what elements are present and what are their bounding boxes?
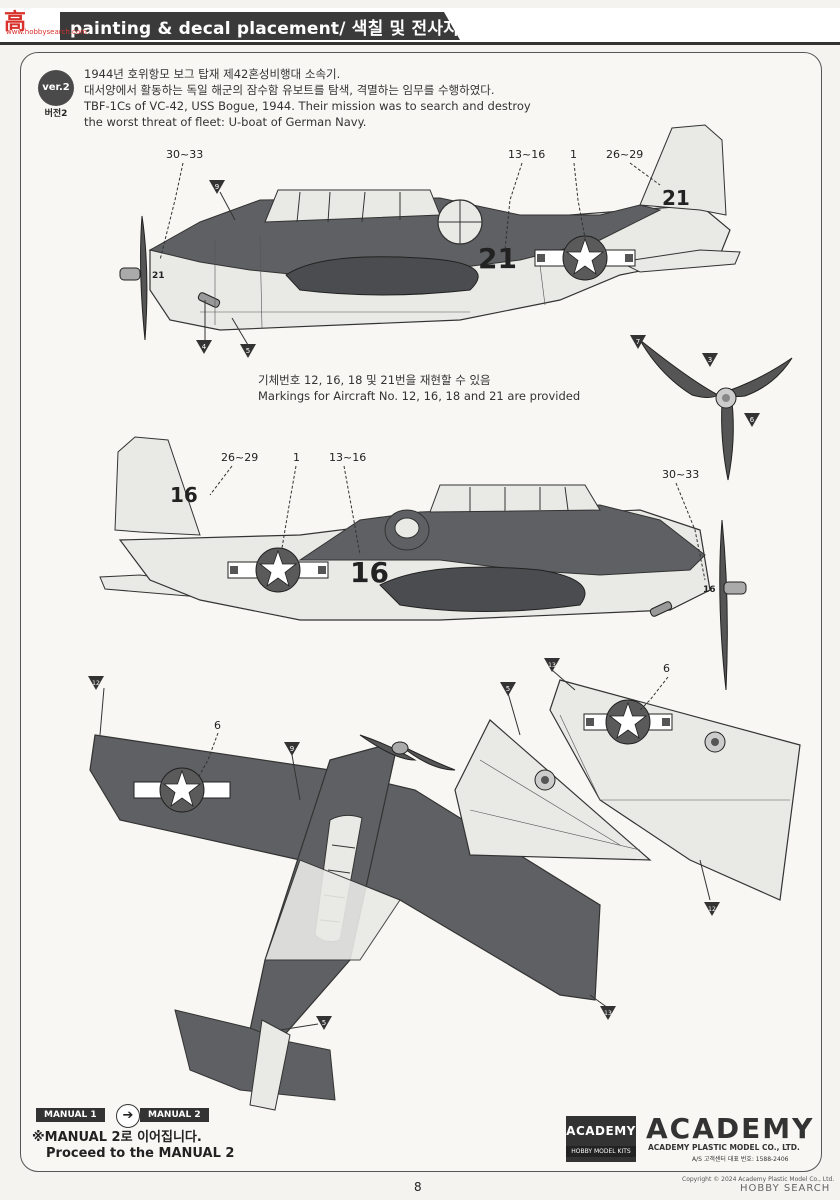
aircraft-number-mid-fuselage: 16 xyxy=(350,556,389,589)
svg-text:7: 7 xyxy=(636,338,640,346)
academy-badge: ACADEMY HOBBY MODEL KITS xyxy=(566,1116,636,1162)
callout-13-16-top: 13~16 xyxy=(508,148,546,161)
marker-7: 7 xyxy=(630,335,646,349)
markings-line-1: 기체번호 12, 16, 18 및 21번을 재현할 수 있음 xyxy=(258,373,491,387)
desc-line-1: 1944년 호위항모 보그 탑재 제42혼성비행대 소속기. xyxy=(84,67,341,81)
callout-6-wing: 6 xyxy=(214,719,221,732)
proceed-note: ※MANUAL 2로 이어집니다. Proceed to the MANUAL … xyxy=(32,1130,234,1162)
svg-text:9: 9 xyxy=(215,183,219,191)
side-view-top: 21 21 21 xyxy=(119,124,741,346)
svg-text:12: 12 xyxy=(708,906,716,913)
callout-26-29-mid: 26~29 xyxy=(221,451,259,464)
callout-30-33-top: 30~33 xyxy=(166,148,204,161)
customer-service: A/S 고객센터 대표 번호: 1588-2406 xyxy=(692,1156,789,1163)
side-view-middle: 16 16 16 xyxy=(99,436,747,691)
marker-9-top: 9 xyxy=(209,180,225,194)
header: painting & decal placement/ 색칠 및 전사지붙이기 … xyxy=(0,0,840,46)
aircraft-number-top-nose: 21 xyxy=(152,271,165,281)
svg-text:4: 4 xyxy=(202,343,207,351)
aircraft-number-mid-nose: 16 xyxy=(703,585,716,595)
marker-12-top: 12 xyxy=(88,676,104,690)
markings-note: 기체번호 12, 16, 18 및 21번을 재현할 수 있음 Markings… xyxy=(258,372,580,404)
marker-13-fold: 13 xyxy=(544,658,560,672)
watermark: HOBBY SEARCH xyxy=(740,1183,831,1194)
desc-line-3: TBF-1Cs of VC-42, USS Bogue, 1944. Their… xyxy=(84,99,531,113)
version-badge: ver.2 xyxy=(38,70,74,106)
svg-text:6: 6 xyxy=(750,416,755,424)
callout-6-fold: 6 xyxy=(663,662,670,675)
logo-sub: www.hobbysearch.com xyxy=(6,28,87,36)
folded-wing-panels xyxy=(454,669,801,901)
markings-line-2: Markings for Aircraft No. 12, 16, 18 and… xyxy=(258,389,581,403)
desc-line-4: the worst threat of fleet: U-boat of Ger… xyxy=(84,115,367,129)
svg-text:5: 5 xyxy=(322,1019,326,1027)
marker-5-top: 5 xyxy=(240,344,256,358)
svg-text:13: 13 xyxy=(548,662,556,669)
aircraft-number-top-tail: 21 xyxy=(662,186,690,210)
site-logo: 高 www.hobbysearch.com xyxy=(4,4,87,38)
academy-badge-sub: HOBBY MODEL KITS xyxy=(566,1146,636,1157)
marker-5-fold: 5 xyxy=(500,682,516,696)
manual-1-label: MANUAL 1 xyxy=(36,1108,105,1122)
proceed-en: Proceed to the MANUAL 2 xyxy=(46,1146,235,1161)
callout-1-mid: 1 xyxy=(293,451,300,464)
callout-13-16-mid: 13~16 xyxy=(329,451,367,464)
aircraft-number-top-fuselage: 21 xyxy=(478,242,517,275)
company-name: ACADEMY PLASTIC MODEL CO., LTD. xyxy=(648,1143,800,1152)
manual-2-label: MANUAL 2 xyxy=(140,1108,209,1122)
svg-text:5: 5 xyxy=(506,685,510,693)
marker-3: 3 xyxy=(702,353,718,367)
arrow-right-icon: ➔ xyxy=(116,1104,140,1128)
svg-text:3: 3 xyxy=(708,356,712,364)
marker-6-prop: 6 xyxy=(744,413,760,427)
top-down-view xyxy=(89,687,609,1111)
svg-text:13: 13 xyxy=(604,1010,612,1017)
marker-13-wing: 13 xyxy=(600,1006,616,1020)
page-title: painting & decal placement/ 색칠 및 전사지붙이기 xyxy=(70,19,507,39)
svg-text:5: 5 xyxy=(246,347,250,355)
logo-main: 高 xyxy=(4,10,26,35)
callout-30-33-mid: 30~33 xyxy=(662,468,700,481)
header-tab xyxy=(60,12,460,40)
marker-12-fold: 12 xyxy=(704,902,720,916)
academy-badge-title: ACADEMY xyxy=(566,1124,636,1138)
callout-1-top: 1 xyxy=(570,148,577,161)
description: 1944년 호위항모 보그 탑재 제42혼성비행대 소속기. 대서양에서 활동하… xyxy=(84,66,531,130)
svg-text:12: 12 xyxy=(92,680,100,687)
desc-line-2: 대서양에서 활동하는 독일 해군의 잠수함 유보트를 탐색, 격멸하는 임무를 … xyxy=(84,83,495,97)
version-sub: 버전2 xyxy=(44,109,68,119)
marker-4: 4 xyxy=(196,340,212,354)
marker-5-tail: 5 xyxy=(316,1016,332,1030)
callout-26-29-top: 26~29 xyxy=(606,148,644,161)
proceed-ko: ※MANUAL 2로 이어집니다. xyxy=(32,1130,202,1145)
academy-logo: ACADEMY xyxy=(646,1112,815,1145)
page-number: 8 xyxy=(414,1180,422,1194)
svg-text:9: 9 xyxy=(290,745,294,753)
copyright: Copyright © 2024 Academy Plastic Model C… xyxy=(682,1176,835,1183)
marker-9-wing: 9 xyxy=(284,742,300,756)
propeller-detail xyxy=(639,339,793,481)
aircraft-number-mid-tail: 16 xyxy=(170,483,198,507)
